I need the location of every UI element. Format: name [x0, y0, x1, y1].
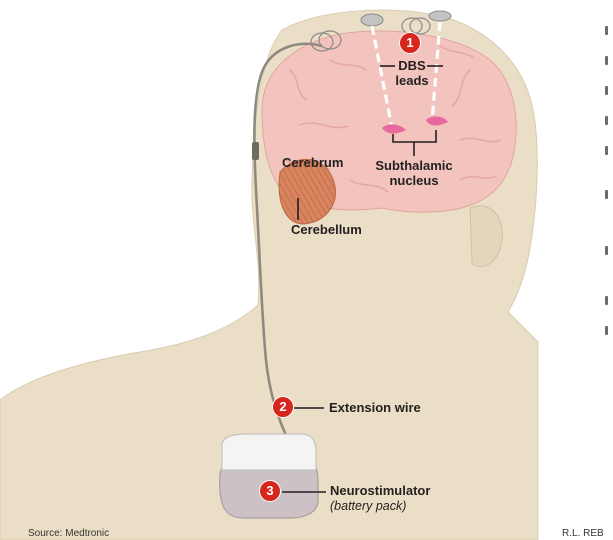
subthalamic-line2: nucleus	[364, 173, 464, 188]
cerebrum-label: Cerebrum	[282, 155, 343, 170]
neurostimulator-label: Neurostimulator	[330, 483, 430, 498]
subthalamic-line1: Subthalamic	[364, 158, 464, 173]
dbs-leads-label: DBS leads	[392, 58, 432, 88]
neurostimulator-header	[222, 434, 316, 470]
cerebellum-label: Cerebellum	[291, 222, 362, 237]
extension-wire-label: Extension wire	[329, 400, 421, 415]
badge-2: 2	[272, 396, 294, 418]
subthalamic-nucleus-label: Subthalamic nucleus	[364, 158, 464, 188]
artist-credit: R.L. REB	[562, 528, 604, 539]
burr-cap-left	[361, 14, 383, 26]
badge-1: 1	[399, 32, 421, 54]
source-credit: Source: Medtronic	[28, 528, 109, 539]
neurostimulator-sublabel: (battery pack)	[330, 499, 406, 514]
wire-connector	[252, 142, 259, 160]
badge-3: 3	[259, 480, 281, 502]
burr-cap-right	[429, 11, 451, 21]
dbs-leads-line2: leads	[392, 73, 432, 88]
dbs-leads-line1: DBS	[392, 58, 432, 73]
